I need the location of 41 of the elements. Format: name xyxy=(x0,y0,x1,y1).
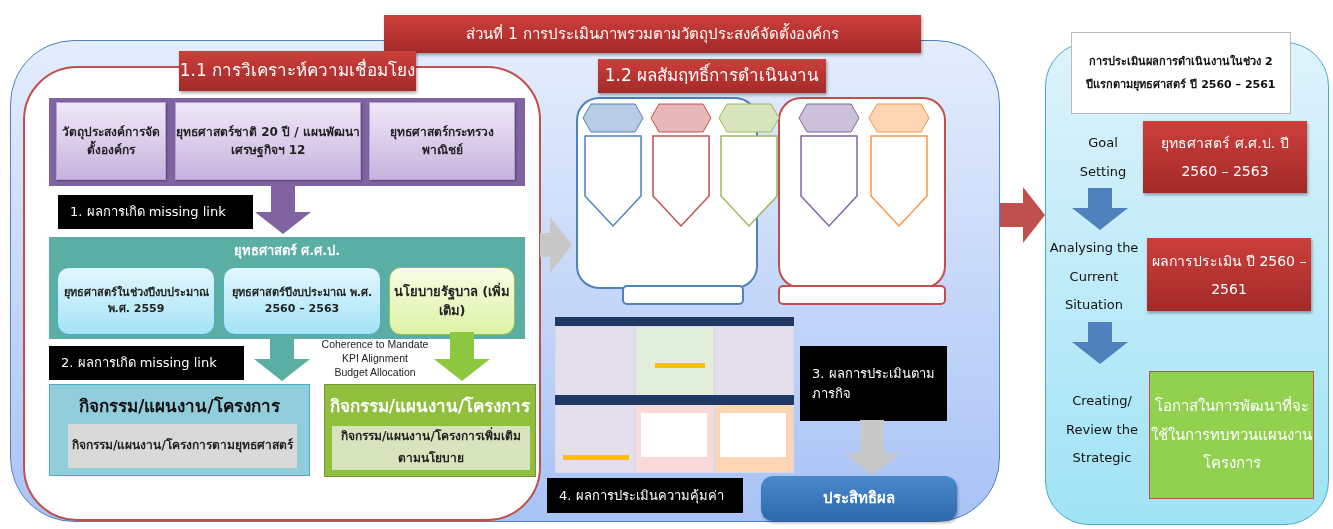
arrow xyxy=(254,336,310,381)
section-banner: 1.1 การวิเคราะห์ความเชื่อมโยง xyxy=(179,51,416,91)
stage-label: Goal Setting xyxy=(1063,127,1143,189)
stage-label: Analysing the Current Situation xyxy=(1045,231,1143,323)
strategy-card: ยุทธศาสตร์ในช่วงปีงบประมาณ พ.ศ. 2559 xyxy=(57,267,215,335)
result-card: โอกาสในการพัฒนาที่จะใช้ในการทบทวนแผนงานโครงการ xyxy=(1149,371,1314,499)
note-text: Budget Allocation xyxy=(333,366,417,378)
arrow xyxy=(255,183,311,234)
strategy-card: ยุทธศาสตร์ชาติ 20 ปี / แผนพัฒนาเศรษฐกิจฯ 12 xyxy=(175,102,361,180)
panel-title: กิจกรรม/แผนงาน/โครงการ xyxy=(78,395,281,418)
activity-panel xyxy=(49,384,310,476)
result-card: ผลการประเมิน ปี 2560 – 2561 xyxy=(1147,238,1311,311)
arrow xyxy=(540,217,572,273)
step-label: 3. ผลการประเมินตามภารกิจ xyxy=(800,346,947,421)
note-text: KPI Alignment xyxy=(341,352,409,364)
arrow xyxy=(1072,188,1128,230)
strategy-band xyxy=(49,98,525,186)
arrow xyxy=(1000,187,1045,243)
section-banner: ส่วนที่ 1 การประเมินภาพรวมตามวัตถุประสงค์จัดตั้งองค์กร xyxy=(384,15,921,53)
arrow xyxy=(1072,322,1128,364)
strategy-card: ยุทธศาสตร์กระทรวงพาณิชย์ xyxy=(369,102,515,180)
result-card: ยุทธศาสตร์ ศ.ศ.ป. ปี 2560 – 2563 xyxy=(1143,121,1307,193)
stage-label: Creating/ Review the Strategic xyxy=(1057,365,1147,495)
step-label: 1. ผลการเกิด missing link xyxy=(58,195,253,229)
strategy-band xyxy=(49,237,525,339)
strategy-card: วัตถุประสงค์การจัดตั้งองค์กร xyxy=(56,102,166,180)
arrow xyxy=(844,420,900,475)
activity-panel xyxy=(324,384,536,477)
policy-card: นโยบายรัฐบาล (เพิ่มเติม) xyxy=(389,267,515,335)
result-box: ประสิทธิผล xyxy=(761,476,957,521)
note-text: Coherence to Mandate xyxy=(320,338,430,350)
panel-heading: การประเมินผลการดำเนินงานในช่วง 2 ปีแรกตามยุทธศาสตร์ ปี 2560 – 2561 xyxy=(1071,32,1291,114)
panel-title: ยุทธศาสตร์ ศ.ศ.ป. xyxy=(232,243,342,260)
activity-card: กิจกรรม/แผนงาน/โครงการเพิ่มเติมตามนโยบาย xyxy=(332,426,530,470)
strategy-card: ยุทธศาสตร์ปีงบประมาณ พ.ศ. 2560 – 2563 xyxy=(223,267,381,335)
activity-card: กิจกรรม/แผนงาน/โครงการตามยุทธศาสตร์ xyxy=(68,424,297,468)
panel-title: กิจกรรม/แผนงาน/โครงการ xyxy=(328,395,532,418)
step-label: 4. ผลการประเมินความคุ้มค่า xyxy=(547,478,743,513)
section-banner: 1.2 ผลสัมฤทธิ์การดำเนินงาน xyxy=(598,59,826,93)
arrow xyxy=(434,332,490,381)
step-label: 2. ผลการเกิด missing link xyxy=(49,346,244,380)
